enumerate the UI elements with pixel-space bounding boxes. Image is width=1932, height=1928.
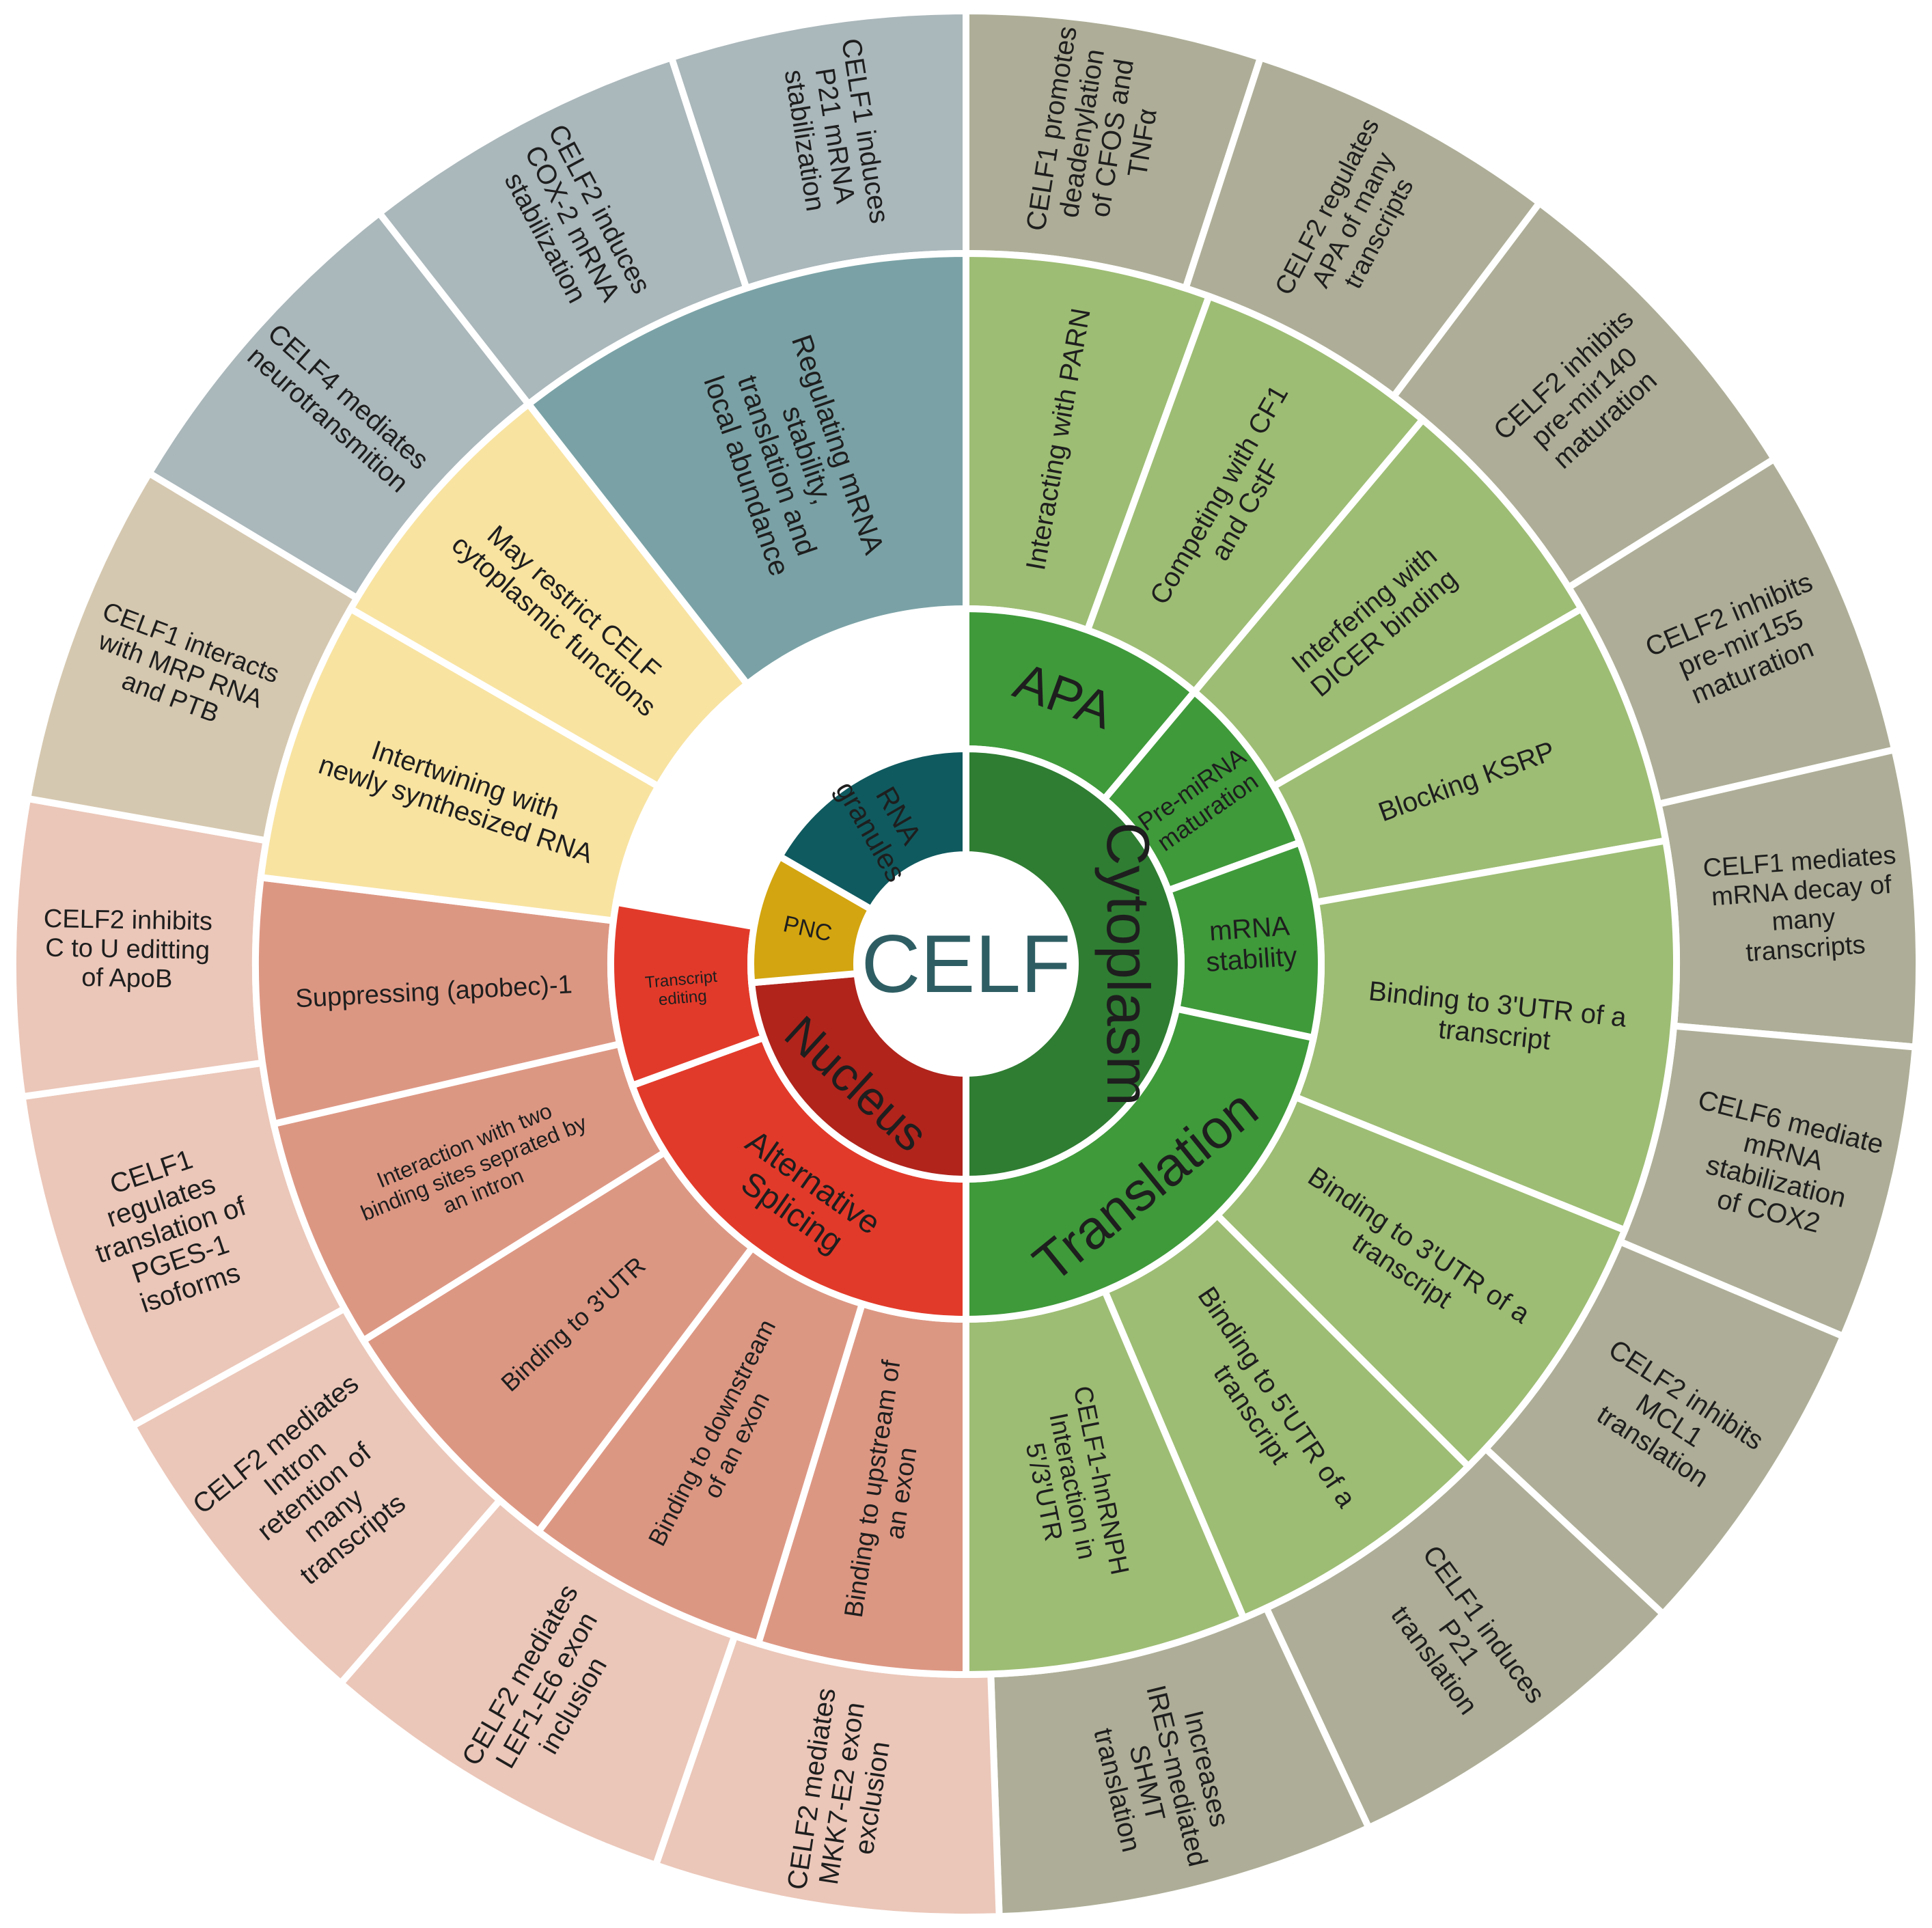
ring1-label-cytoplasm: Cytoplasm (1094, 822, 1162, 1106)
ring3-sector-m-intertwining (257, 604, 663, 925)
center-circle (860, 858, 1072, 1070)
ring1-sector-nucleus (747, 969, 969, 1183)
ring4-label-o-apob: CELF2 inhibitsC to U edittingof ApoB (42, 905, 212, 994)
outer-ring-examples: CELF1 promotesdeadenylationof CFOS andTN… (10, 7, 1922, 1920)
center-label: CELF (861, 918, 1071, 1010)
ring4-label-o-cfos: CELF1 promotesdeadenylationof CFOS andTN… (1021, 24, 1174, 247)
center-hub: CELF (860, 858, 1072, 1070)
ring2-label-transcript-editing: Transcriptediting (644, 967, 719, 1010)
ring1-sector-rna-granules (775, 745, 969, 914)
ring4-label-o-shmt: IncreasesIRES-mediatedSHMTtranslation (1081, 1675, 1243, 1884)
ring2-label-mrna-stability: mRNAstability (1203, 911, 1298, 978)
ring1-sector-cytoplasm (963, 745, 1185, 1183)
ring3-sector-m-regulating (523, 249, 969, 689)
ring4-label-o-pges: CELF1regulatestranslation ofPGES-1isofor… (72, 1133, 270, 1327)
